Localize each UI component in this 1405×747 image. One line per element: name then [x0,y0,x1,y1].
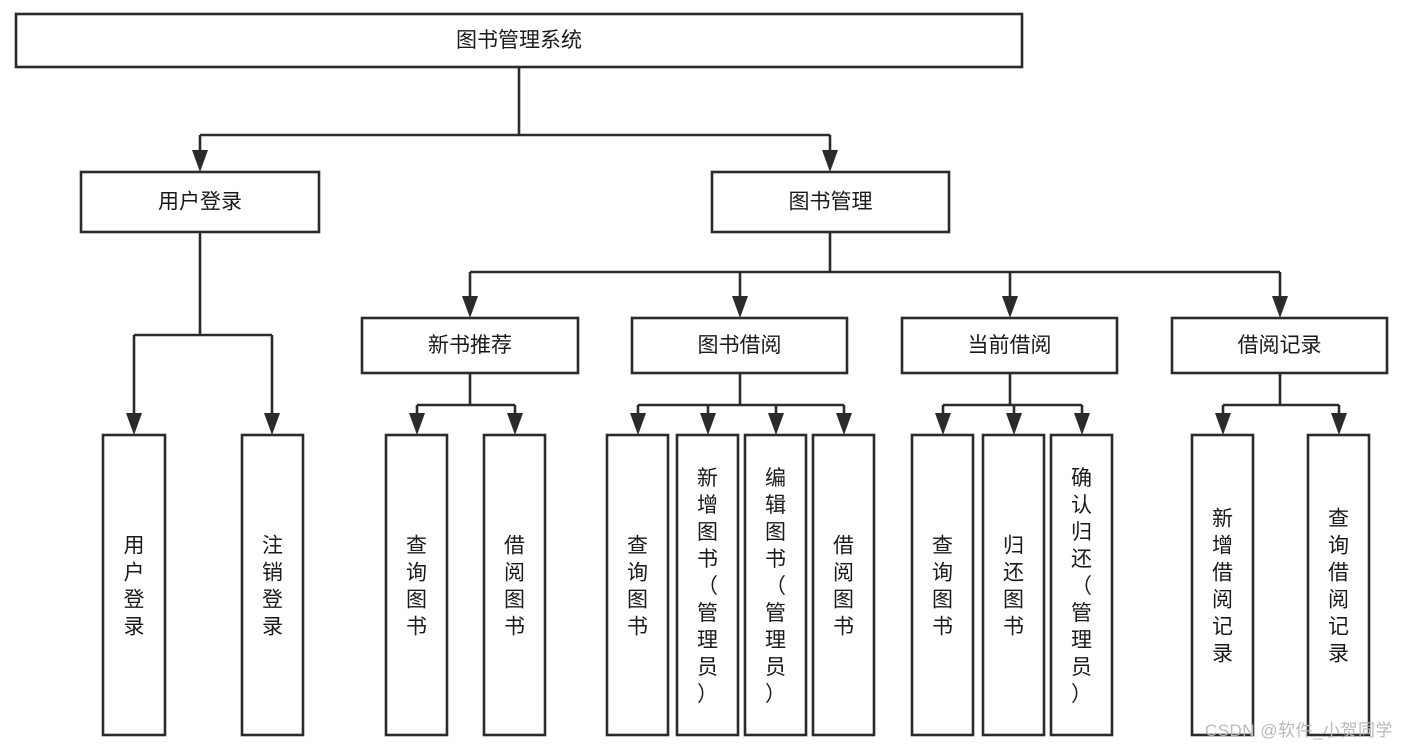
arrow-head-icon [126,413,142,435]
node-layer: 图书管理系统用户登录图书管理新书推荐图书借阅当前借阅借阅记录用户登录注销登录查询… [14,12,1389,737]
node-box[interactable] [743,433,808,737]
node-box[interactable] [1049,433,1114,737]
node-leaf-user-logout[interactable]: 注销登录 [240,433,305,737]
node-leaf-borrow-book-2[interactable]: 借阅图书 [811,433,876,737]
node-leaf-borrow-book-1[interactable]: 借阅图书 [482,433,547,737]
node-label: 编辑图书（管理员） [765,467,786,706]
node-leaf-query-book-1[interactable]: 查询图书 [384,433,449,737]
node-leaf-return-book[interactable]: 归还图书 [981,433,1046,737]
node-label: 新增图书（管理员） [697,467,718,706]
node-label: 新书推荐 [428,334,512,357]
connector-group-userlogin-to-leaves [126,232,280,435]
arrow-head-icon [462,296,478,318]
node-box[interactable] [240,433,305,737]
arrow-head-icon [732,296,748,318]
node-leaf-edit-book[interactable]: 编辑图书（管理员） [743,433,808,737]
node-label: 图书管理系统 [456,29,582,52]
node-leaf-user-login[interactable]: 用户登录 [101,433,167,737]
connector-group-recommend-to-leaves [409,373,523,435]
node-box[interactable] [384,433,449,737]
node-label: 确认归还（管理员） [1071,467,1092,706]
node-label: 图书管理 [789,191,873,214]
connector-group-borrow-to-leaves [630,373,852,435]
connector-group-record-to-leaves [1215,373,1347,435]
arrow-head-icon [700,413,716,435]
node-box[interactable] [811,433,876,737]
node-user-login[interactable]: 用户登录 [79,170,321,234]
node-leaf-query-record[interactable]: 查询借阅记录 [1306,433,1371,737]
arrow-head-icon [1074,413,1090,435]
arrow-head-icon [1272,296,1288,318]
node-box[interactable] [101,433,167,737]
node-label: 用户登录 [158,191,242,214]
arrow-head-icon [409,413,425,435]
node-box[interactable] [14,12,1024,69]
arrow-head-icon [1331,413,1347,435]
node-label: 新增借阅记录 [1212,508,1233,666]
connector-group-root-to-level1 [192,67,838,172]
node-label: 图书借阅 [698,334,782,357]
node-box[interactable] [900,316,1119,375]
node-leaf-add-record[interactable]: 新增借阅记录 [1190,433,1255,737]
node-box[interactable] [605,433,670,737]
node-new-book-recommend[interactable]: 新书推荐 [360,316,580,375]
arrow-head-icon [822,150,838,172]
node-leaf-query-book-2[interactable]: 查询图书 [605,433,670,737]
node-leaf-add-book[interactable]: 新增图书（管理员） [675,433,740,737]
arrow-head-icon [836,413,852,435]
node-label: 用户登录 [124,535,145,639]
node-label: 借阅记录 [1238,334,1322,357]
node-label: 注销登录 [262,535,283,639]
node-label: 查询借阅记录 [1328,508,1349,666]
node-label: 查询图书 [406,535,427,639]
arrow-head-icon [507,413,523,435]
node-label: 查询图书 [932,535,953,639]
arrow-head-icon [630,413,646,435]
arrow-head-icon [192,150,208,172]
node-label: 查询图书 [627,535,648,639]
node-box[interactable] [1306,433,1371,737]
node-box[interactable] [981,433,1046,737]
node-box[interactable] [910,433,975,737]
node-leaf-query-book-3[interactable]: 查询图书 [910,433,975,737]
node-label: 当前借阅 [968,334,1052,357]
node-label: 借阅图书 [504,535,525,639]
arrow-head-icon [935,413,951,435]
arrow-head-icon [1002,296,1018,318]
connector-group-current-to-leaves [935,373,1090,435]
node-box[interactable] [79,170,321,234]
node-label: 借阅图书 [833,535,854,639]
node-box[interactable] [360,316,580,375]
node-box[interactable] [482,433,547,737]
connector-layer [126,67,1347,435]
node-label: 归还图书 [1003,535,1024,639]
node-root[interactable]: 图书管理系统 [14,12,1024,69]
node-box[interactable] [630,316,849,375]
arrow-head-icon [768,413,784,435]
arrow-head-icon [1006,413,1022,435]
node-box[interactable] [675,433,740,737]
node-box[interactable] [1190,433,1255,737]
arrow-head-icon [264,413,280,435]
node-leaf-confirm-return[interactable]: 确认归还（管理员） [1049,433,1114,737]
node-book-manage[interactable]: 图书管理 [710,170,951,234]
node-current-borrow[interactable]: 当前借阅 [900,316,1119,375]
node-book-borrow[interactable]: 图书借阅 [630,316,849,375]
node-borrow-record[interactable]: 借阅记录 [1170,316,1389,375]
connector-group-bookmanage-to-level2 [462,232,1288,318]
node-box[interactable] [1170,316,1389,375]
node-box[interactable] [710,170,951,234]
arrow-head-icon [1215,413,1231,435]
